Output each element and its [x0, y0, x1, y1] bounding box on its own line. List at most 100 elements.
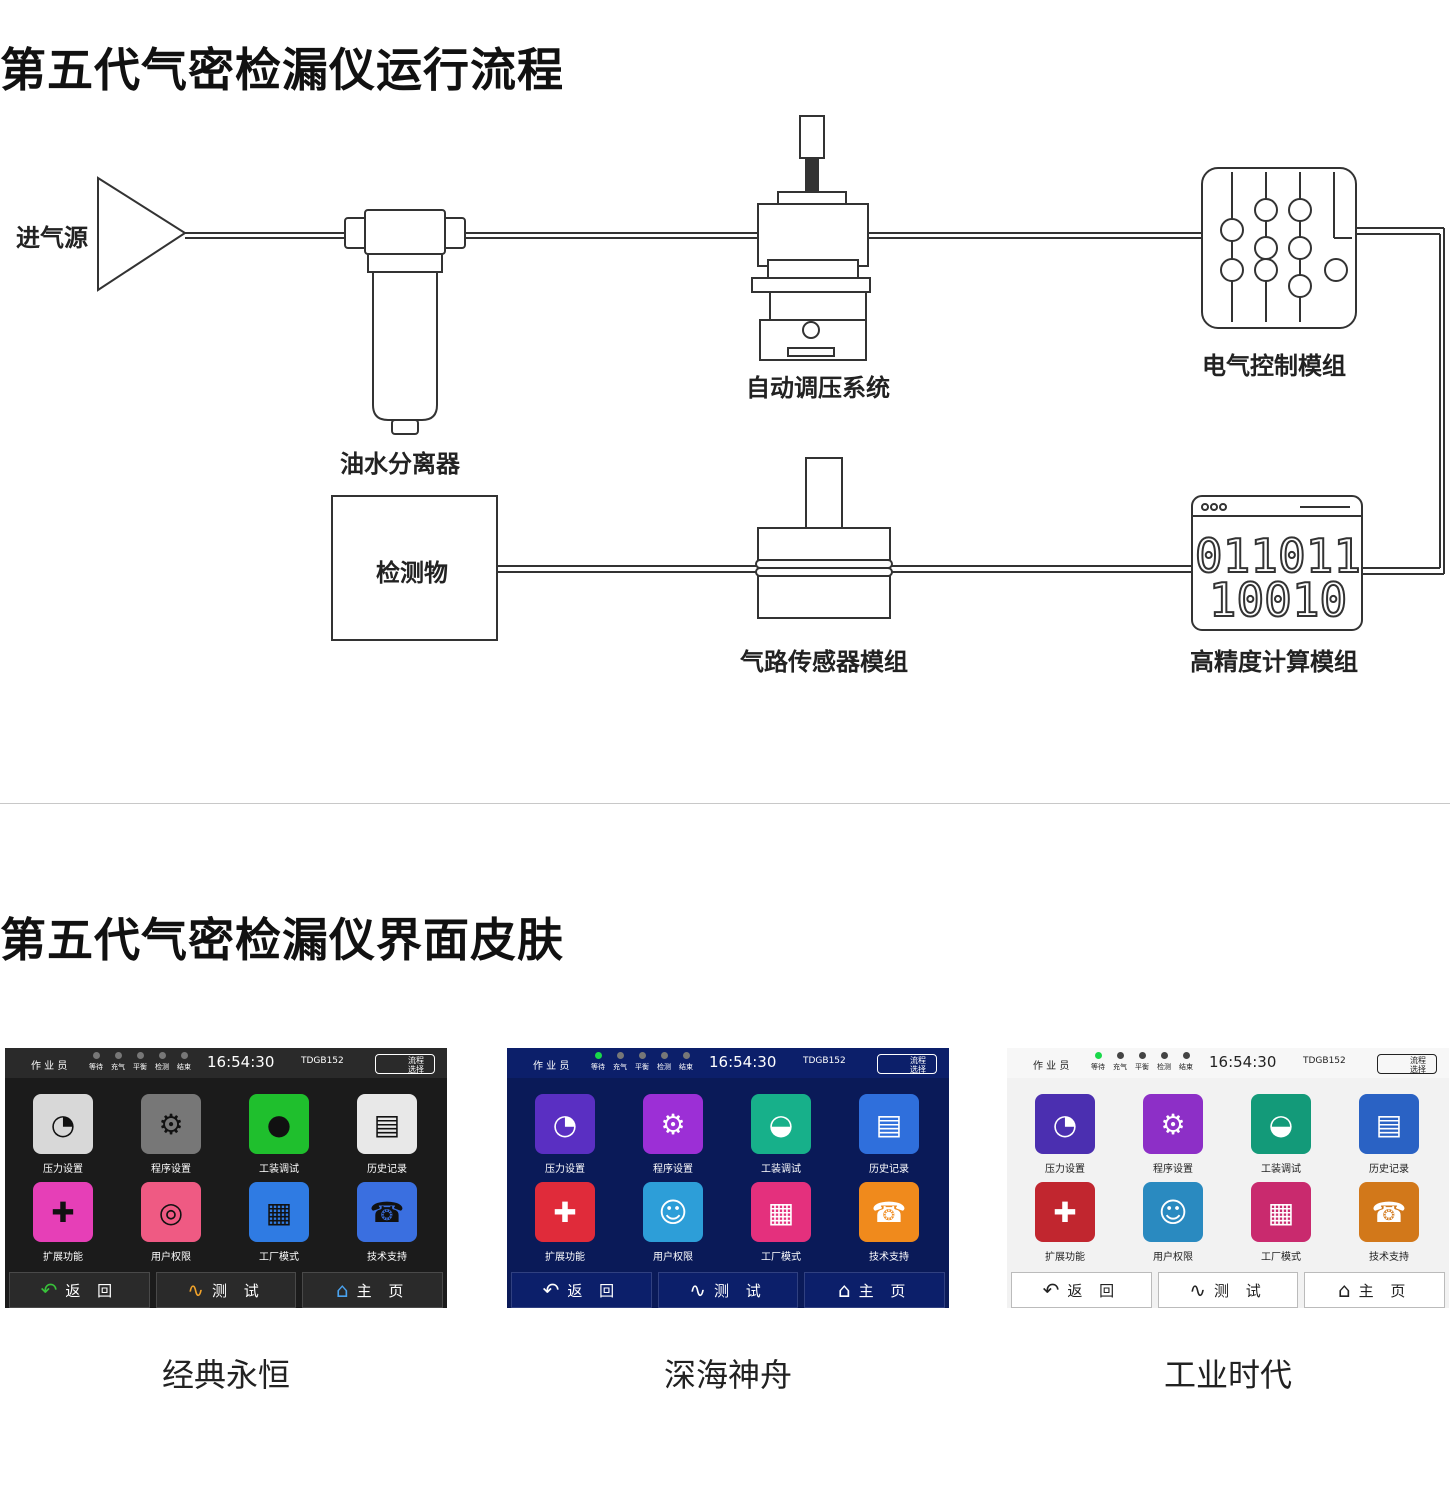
flow-select-button[interactable]: 流程 选择: [1377, 1054, 1437, 1074]
binary-window-icon: [1191, 495, 1363, 631]
menu-tile[interactable]: ▦工厂模式: [1239, 1182, 1323, 1263]
menu-tile[interactable]: ☎ 技术支持: [847, 1182, 931, 1263]
status-dot-icon: [682, 1052, 690, 1059]
status-dot-icon: [638, 1052, 646, 1059]
step-indicator: 等待: [587, 1052, 609, 1072]
phone-icon: ☎: [357, 1182, 417, 1242]
menu-tile[interactable]: ✚扩展功能: [1023, 1182, 1107, 1263]
status-dot-icon: [1138, 1052, 1146, 1059]
step-label: 充气: [111, 1063, 125, 1071]
filter-icon: [344, 209, 466, 435]
nav-button[interactable]: ⌂主 页: [804, 1272, 946, 1308]
gear-icon: ⚙: [141, 1094, 201, 1154]
step-label: 检测: [155, 1063, 169, 1071]
step-indicator: 结束: [675, 1052, 697, 1072]
binary-row-2: 10010: [1209, 573, 1347, 627]
nav-button[interactable]: ∿测 试: [657, 1272, 799, 1308]
step-label: 充气: [1113, 1063, 1127, 1071]
label-filter: 油水分离器: [340, 450, 460, 478]
step-indicator: 检测: [151, 1052, 173, 1072]
menu-tile[interactable]: ⚙ 程序设置: [1131, 1094, 1215, 1175]
menu-tile[interactable]: ⚙程序设置: [129, 1094, 213, 1175]
step-indicator: 充气: [1109, 1052, 1131, 1072]
circuit-board-icon: [1201, 167, 1357, 329]
menu-tile[interactable]: ◔压力设置: [1023, 1094, 1107, 1175]
menu-tile[interactable]: ●工装调试: [237, 1094, 321, 1175]
gear-icon: ⚙: [643, 1094, 703, 1154]
menu-tile[interactable]: ☺ 用户权限: [1131, 1182, 1215, 1263]
label-compute: 高精度计算模组: [1190, 648, 1358, 676]
flow-select-button[interactable]: 流程 选择: [375, 1054, 435, 1074]
nav-button[interactable]: ↶返 回: [1011, 1272, 1152, 1308]
menu-tile[interactable]: ☎技术支持: [345, 1182, 429, 1263]
menu-tile[interactable]: ◒工装调试: [1239, 1094, 1323, 1175]
caption-skin-classic: 经典永恒: [161, 1356, 290, 1394]
menu-tile[interactable]: ✚扩展功能: [523, 1182, 607, 1263]
menu-tile[interactable]: ▦工厂模式: [237, 1182, 321, 1263]
step-label: 充气: [613, 1063, 627, 1071]
menu-tile[interactable]: ▦ 工厂模式: [739, 1182, 823, 1263]
clock: 16:54:30: [1209, 1053, 1277, 1071]
sensor-icon: [755, 457, 893, 619]
step-indicator: 等待: [1087, 1052, 1109, 1072]
user-lock-icon: ☺: [1143, 1182, 1203, 1242]
tile-label: 扩展功能: [43, 1252, 83, 1263]
tile-label: 历史记录: [1369, 1164, 1409, 1175]
nav-button[interactable]: ↶返 回: [511, 1272, 652, 1308]
nav-label: 测 试: [1214, 1281, 1267, 1300]
status-dot-icon: [1116, 1052, 1124, 1059]
menu-tile[interactable]: ◔压力设置: [523, 1094, 607, 1175]
step-indicator: 平衡: [129, 1052, 151, 1072]
menu-tile[interactable]: ✚ 扩展功能: [21, 1182, 105, 1263]
pulse-icon: ∿: [689, 1278, 706, 1302]
status-dot-icon: [1182, 1052, 1190, 1059]
status-dot-icon: [114, 1052, 122, 1059]
tile-label: 用户权限: [151, 1252, 191, 1263]
status-dot-icon: [180, 1052, 188, 1059]
menu-tile[interactable]: ◒工装调试: [739, 1094, 823, 1175]
phone-icon: ☎: [859, 1182, 919, 1242]
step-label: 等待: [89, 1063, 103, 1071]
menu-tile[interactable]: ▤历史记录: [847, 1094, 931, 1175]
tile-label: 技术支持: [1369, 1252, 1409, 1263]
step-label: 检测: [657, 1063, 671, 1071]
button-icon: ◒: [751, 1094, 811, 1154]
menu-tile[interactable]: ▤历史记录: [1347, 1094, 1431, 1175]
printer-icon: ▤: [357, 1094, 417, 1154]
nav-button[interactable]: ⌂主 页: [302, 1272, 444, 1308]
step-indicator: 结束: [173, 1052, 195, 1072]
tile-label: 程序设置: [1153, 1164, 1193, 1175]
menu-tile[interactable]: ▤历史记录: [345, 1094, 429, 1175]
tile-label: 工厂模式: [761, 1252, 801, 1263]
clock: 16:54:30: [709, 1053, 777, 1071]
nav-button[interactable]: ↶返 回: [9, 1272, 150, 1308]
flow-select-button[interactable]: 流程 选择: [877, 1054, 937, 1074]
step-label: 结束: [177, 1063, 191, 1071]
user-lock-icon: ☺: [643, 1182, 703, 1242]
menu-tile[interactable]: ☺用户权限: [631, 1182, 715, 1263]
gear-icon: ⚙: [1143, 1094, 1203, 1154]
menu-tile[interactable]: ◎用户权限: [129, 1182, 213, 1263]
tile-label: 用户权限: [1153, 1252, 1193, 1263]
nav-label: 主 页: [858, 1281, 912, 1300]
section-divider: [0, 803, 1450, 804]
menu-tile[interactable]: ⚙程序设置: [631, 1094, 715, 1175]
nav-button[interactable]: ⌂主 页: [1304, 1272, 1446, 1308]
status-dot-icon: [1160, 1052, 1168, 1059]
gauge-icon: ◔: [33, 1094, 93, 1154]
menu-tile[interactable]: ◔压力设置: [21, 1094, 105, 1175]
tile-label: 技术支持: [869, 1252, 909, 1263]
step-label: 结束: [679, 1063, 693, 1071]
building-icon: ▦: [751, 1182, 811, 1242]
nav-button[interactable]: ∿测 试: [155, 1272, 297, 1308]
puzzle-icon: ✚: [33, 1182, 93, 1242]
label-electric: 电气控制模组: [1202, 352, 1346, 380]
back-arrow-icon: ↶: [542, 1278, 560, 1302]
phone-icon: ☎: [1359, 1182, 1419, 1242]
nav-button[interactable]: ∿测 试: [1157, 1272, 1299, 1308]
menu-tile[interactable]: ☎ 技术支持: [1347, 1182, 1431, 1263]
